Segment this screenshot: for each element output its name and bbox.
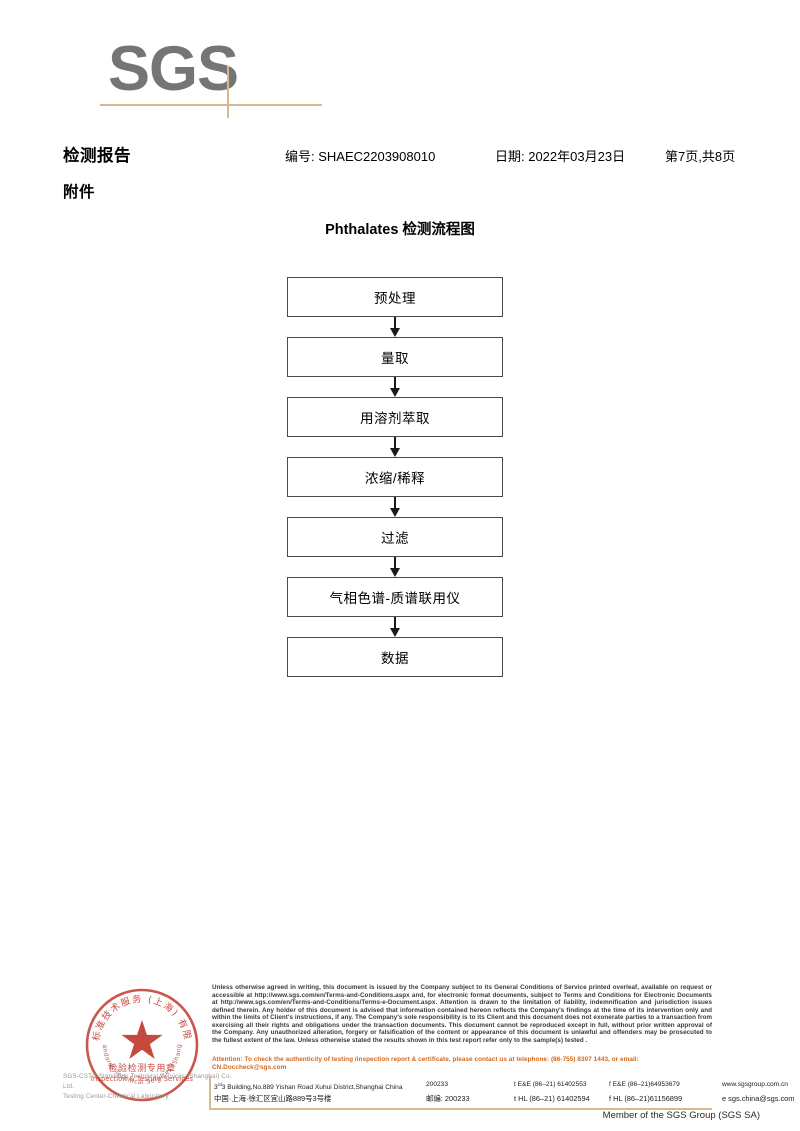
address-row-cn: 中国·上海·徐汇区宜山路889号3号楼 邮编: 200233 t HL (86–… xyxy=(214,1092,794,1106)
report-header: 检测报告 编号: SHAEC2203908010 日期: 2022年03月23日… xyxy=(63,142,753,166)
inspection-stamp-icon: 通标标准技术服务 (上海) 有限公司 SGS-CSTC Standards Te… xyxy=(83,986,201,1104)
flow-arrow-icon xyxy=(287,557,503,577)
address-block: 3rd3 Building,No.889 Yishan Road Xuhui D… xyxy=(214,1078,794,1106)
address-tel-hl: t HL (86–21) 61402594 xyxy=(514,1094,590,1103)
footer-attention-text: Attention: To check the authenticity of … xyxy=(212,1056,639,1071)
flow-node: 气相色谱-质谱联用仪 xyxy=(287,577,503,617)
footer-legal-text: Unless otherwise agreed in writing, this… xyxy=(212,984,712,1044)
member-of-group-line: Member of the SGS Group (SGS SA) xyxy=(602,1110,760,1121)
flow-arrow-icon xyxy=(287,617,503,637)
svg-text:检验检测专用章: 检验检测专用章 xyxy=(108,1062,175,1074)
flow-node: 数据 xyxy=(287,637,503,677)
attachment-label: 附件 xyxy=(63,184,96,201)
flow-node: 量取 xyxy=(287,337,503,377)
address-fax-en: f E&E (86–21)64953679 xyxy=(609,1081,680,1088)
address-divider-horizontal xyxy=(209,1108,712,1110)
address-tel-en: t E&E (86–21) 61402553 xyxy=(514,1081,587,1088)
address-zip-cn: 邮编: 200233 xyxy=(426,1094,470,1103)
address-street-en-text: 3 Building,No.889 Yishan Road Xuhui Dist… xyxy=(221,1084,403,1092)
page-title: 检测报告 xyxy=(63,147,131,165)
address-street-en: 3rd3 Building,No.889 Yishan Road Xuhui D… xyxy=(214,1082,403,1092)
stamp-subtext: SGS-CSTC Standards Technical Services (S… xyxy=(63,1072,243,1102)
sgs-logo-text: SGS xyxy=(108,34,239,104)
stamp-subtext-line1: SGS-CSTC Standards Technical Services (S… xyxy=(63,1073,232,1090)
flow-arrow-icon xyxy=(287,497,503,517)
logo-rule-horizontal xyxy=(100,104,322,106)
address-zip-en: 200233 xyxy=(426,1081,449,1088)
address-divider-vertical xyxy=(209,1076,211,1110)
flow-arrow-icon xyxy=(287,377,503,397)
report-number: 编号: SHAEC2203908010 xyxy=(285,149,436,164)
flowchart: 预处理 量取 用溶剂萃取 浓缩/稀释 过滤 气相色谱-质谱联用仪 数据 xyxy=(287,277,503,677)
sgs-logo: SGS xyxy=(100,34,322,118)
flow-arrow-icon xyxy=(287,317,503,337)
page-number: 第7页,共8页 xyxy=(665,149,736,164)
logo-rule-vertical xyxy=(227,66,229,118)
flow-node: 过滤 xyxy=(287,517,503,557)
address-website[interactable]: www.sgsgroup.com.cn xyxy=(722,1081,788,1088)
stamp-subtext-line2: Testing Center-Chemical Laboratory xyxy=(63,1093,169,1100)
flow-node: 预处理 xyxy=(287,277,503,317)
address-street-cn: 中国·上海·徐汇区宜山路889号3号楼 xyxy=(214,1094,332,1103)
flow-node: 用溶剂萃取 xyxy=(287,397,503,437)
address-fax-hl: f HL (86–21)61156899 xyxy=(609,1094,683,1103)
flow-node: 浓缩/稀释 xyxy=(287,457,503,497)
address-row-en: 3rd3 Building,No.889 Yishan Road Xuhui D… xyxy=(214,1078,788,1092)
flowchart-title: Phthalates 检测流程图 xyxy=(325,222,475,238)
report-date: 日期: 2022年03月23日 xyxy=(495,149,626,164)
svg-text:Inspection & Testing Services: Inspection & Testing Services xyxy=(91,1075,194,1083)
address-email[interactable]: e sgs.china@sgs.com xyxy=(722,1094,795,1103)
flow-arrow-icon xyxy=(287,437,503,457)
address-street-ordinal: rd xyxy=(217,1082,222,1087)
